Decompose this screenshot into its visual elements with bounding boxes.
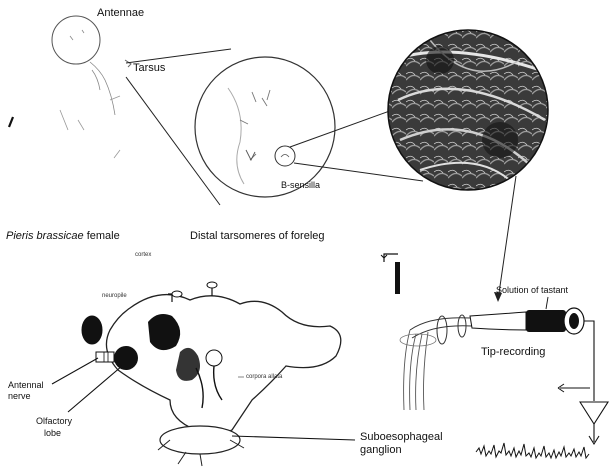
olfactory-lobe-shape xyxy=(114,346,138,370)
leg-mark xyxy=(9,117,13,127)
butterfly-sketch xyxy=(9,16,131,158)
recording-electrode-marker xyxy=(381,254,400,294)
label-antennal-nerve-2: nerve xyxy=(8,391,31,401)
spike-recording-trace xyxy=(476,443,589,458)
pointer-antennal-nerve xyxy=(52,358,98,384)
caption-species: Pieris brassicae xyxy=(6,230,84,242)
pointer-suboesophageal xyxy=(232,436,355,440)
label-suboesophageal-2: ganglion xyxy=(360,444,402,456)
caption-sex: female xyxy=(84,230,120,242)
label-olfactory-lobe-1: Olfactory xyxy=(36,416,73,426)
label-olfactory-lobe-2: lobe xyxy=(44,428,61,438)
antennal-nerve-stub xyxy=(96,352,114,362)
tarsomeres-magnified-view xyxy=(195,57,335,197)
label-antennal-nerve-1: Antennal xyxy=(8,380,44,390)
arrow-sem-to-recording xyxy=(498,176,516,300)
tip-recording-setup xyxy=(400,308,608,444)
antennae-magnifier-circle xyxy=(52,16,100,64)
label-cortex: cortex xyxy=(135,252,151,258)
label-antennae: Antennae xyxy=(97,7,144,19)
caption-tarsomeres: Distal tarsomeres of foreleg xyxy=(190,230,325,242)
suboesophageal-ganglion-shape xyxy=(160,426,240,454)
label-tip-recording: Tip-recording xyxy=(481,346,545,358)
caption-butterfly: Pieris brassicae female xyxy=(6,230,120,242)
label-neuropile: neuropile xyxy=(102,293,127,299)
label-b-sensilla: B-sensilla xyxy=(281,180,320,190)
pointer-olfactory-lobe xyxy=(68,366,122,412)
zoom-line-upper xyxy=(126,49,231,63)
antennal-lobe-dark xyxy=(82,316,102,344)
amplifier-symbol xyxy=(580,402,608,424)
sem-sensilla-image xyxy=(388,30,548,190)
label-tarsus: Tarsus xyxy=(133,62,166,74)
label-solution-of-tastant: Solution of tastant xyxy=(496,285,569,295)
label-corpora-allata: corpora allata xyxy=(246,374,283,380)
label-suboesophageal-1: Suboesophageal xyxy=(360,431,443,443)
